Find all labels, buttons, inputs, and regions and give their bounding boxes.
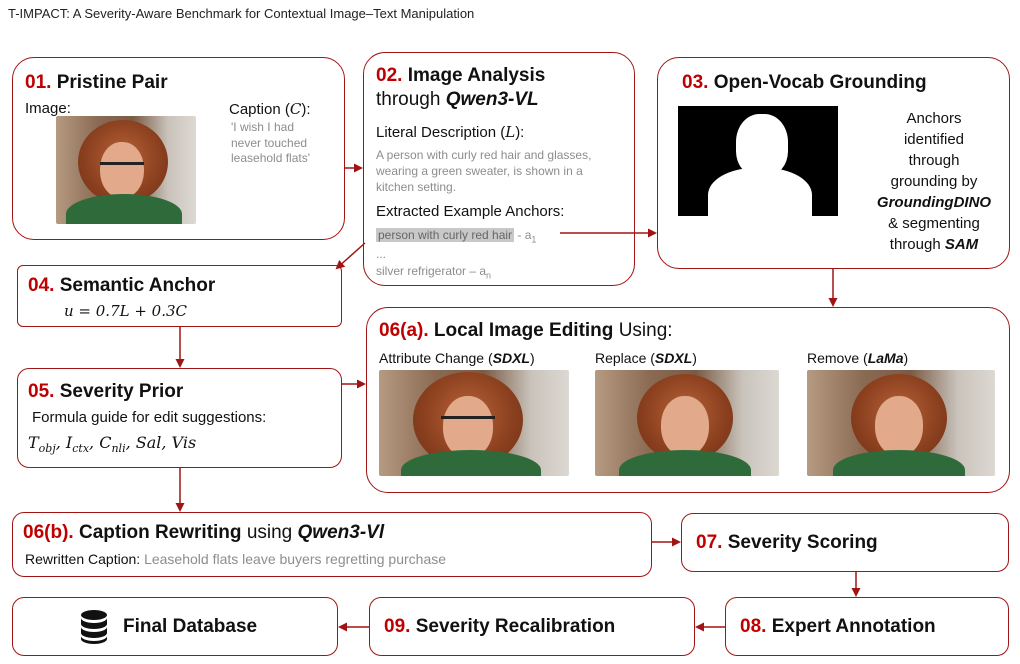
caption-label: Caption (C): xyxy=(229,100,311,118)
image-label: Image: xyxy=(25,100,71,117)
box-05-heading: 05. Severity Prior xyxy=(28,381,184,402)
box-03-heading: 03. Open-Vocab Grounding xyxy=(682,72,927,93)
edit-label-replace: Replace (SDXL) xyxy=(595,350,697,366)
severity-prior-formula: Tobj, Ictx, Cnli, Sal, Vis xyxy=(28,433,197,456)
anchor-list: person with curly red hair - a1 ... silv… xyxy=(376,228,537,281)
box-07-heading: 07. Severity Scoring xyxy=(696,532,878,553)
box-06b-heading: 06(b). Caption Rewriting using Qwen3-Vl xyxy=(23,522,385,543)
pristine-image xyxy=(56,116,196,224)
rewritten-caption: Rewritten Caption: Leasehold flats leave… xyxy=(25,551,447,567)
anchor-item: silver refrigerator – an xyxy=(376,263,492,281)
box-08-heading: 08. Expert Annotation xyxy=(740,616,936,637)
box-02-heading: 02. Image Analysis xyxy=(376,65,546,86)
semantic-anchor-formula: u = 0.7L + 0.3C xyxy=(64,302,188,320)
box-open-vocab-grounding: 03. Open-Vocab Grounding Anchors identif… xyxy=(657,57,1010,269)
figure-title: T-IMPACT: A Severity-Aware Benchmark for… xyxy=(8,6,475,21)
extracted-anchors-label: Extracted Example Anchors: xyxy=(376,203,565,220)
severity-prior-description: Formula guide for edit suggestions: xyxy=(32,409,267,426)
box-04-heading: 04. Semantic Anchor xyxy=(28,275,216,296)
box-image-analysis: 02. Image Analysis through Qwen3-VL Lite… xyxy=(363,52,635,286)
grounding-description: Anchors identified through grounding by … xyxy=(876,110,992,253)
database-icon xyxy=(81,610,107,644)
box-caption-rewriting: 06(b). Caption Rewriting using Qwen3-Vl … xyxy=(12,512,652,577)
box-severity-prior: 05. Severity Prior Formula guide for edi… xyxy=(17,368,342,468)
anchor-item: person with curly red hair - a1 xyxy=(376,228,537,245)
box-06a-heading: 06(a). Local Image Editing Using: xyxy=(379,320,673,341)
box-09-heading: 09. Severity Recalibration xyxy=(384,616,616,637)
caption-text: 'I wish I had never touched leasehold fl… xyxy=(231,120,311,166)
box-final-database: Final Database xyxy=(12,597,338,656)
box-severity-scoring: 07. Severity Scoring xyxy=(681,513,1009,572)
edit-label-attribute: Attribute Change (SDXL) xyxy=(379,350,535,366)
box-pristine-pair: 01. Pristine Pair Image: Caption (C): 'I… xyxy=(12,57,345,240)
edited-image-remove xyxy=(807,370,995,476)
literal-description-label: Literal Description (L): xyxy=(376,123,525,141)
box-local-image-editing: 06(a). Local Image Editing Using: Attrib… xyxy=(366,307,1010,493)
box-severity-recalibration: 09. Severity Recalibration xyxy=(369,597,695,656)
box-semantic-anchor: 04. Semantic Anchor u = 0.7L + 0.3C xyxy=(17,265,342,327)
arrow-02-to-04 xyxy=(335,242,366,270)
final-database-label: Final Database xyxy=(123,616,258,637)
literal-description-text: A person with curly red hair and glasses… xyxy=(376,148,592,195)
edited-image-replace xyxy=(595,370,779,476)
edited-image-attribute xyxy=(379,370,569,476)
segmentation-mask xyxy=(678,106,838,216)
box-expert-annotation: 08. Expert Annotation xyxy=(725,597,1009,656)
box-01-heading: 01. Pristine Pair xyxy=(25,72,168,93)
box-02-subheading: through Qwen3-VL xyxy=(376,89,539,110)
edit-label-remove: Remove (LaMa) xyxy=(807,350,909,366)
